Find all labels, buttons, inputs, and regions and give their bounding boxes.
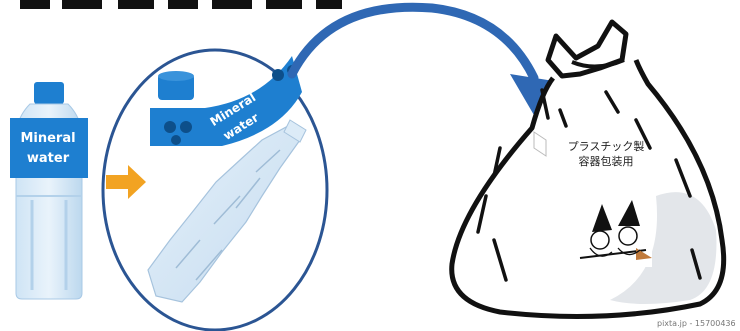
garbage-bag-icon (452, 22, 724, 317)
bag-label-line2: 容器包装用 (566, 155, 646, 168)
bottle-label-line1: Mineral (20, 131, 75, 146)
witch-characters-icon (570, 200, 652, 267)
arrow-right-icon (106, 165, 146, 199)
title-fragment (0, 0, 360, 10)
water-bottle-icon: Mineral water (10, 82, 88, 299)
crushed-bottle-icon (148, 120, 306, 302)
bag-label-line1: プラスチック製 (566, 140, 646, 153)
bottle-label-line2: water (27, 151, 70, 166)
curved-arrow-icon (292, 7, 560, 122)
bottle-cap-icon (158, 71, 194, 100)
watermark: pixta.jp - 15700436 (657, 319, 736, 328)
